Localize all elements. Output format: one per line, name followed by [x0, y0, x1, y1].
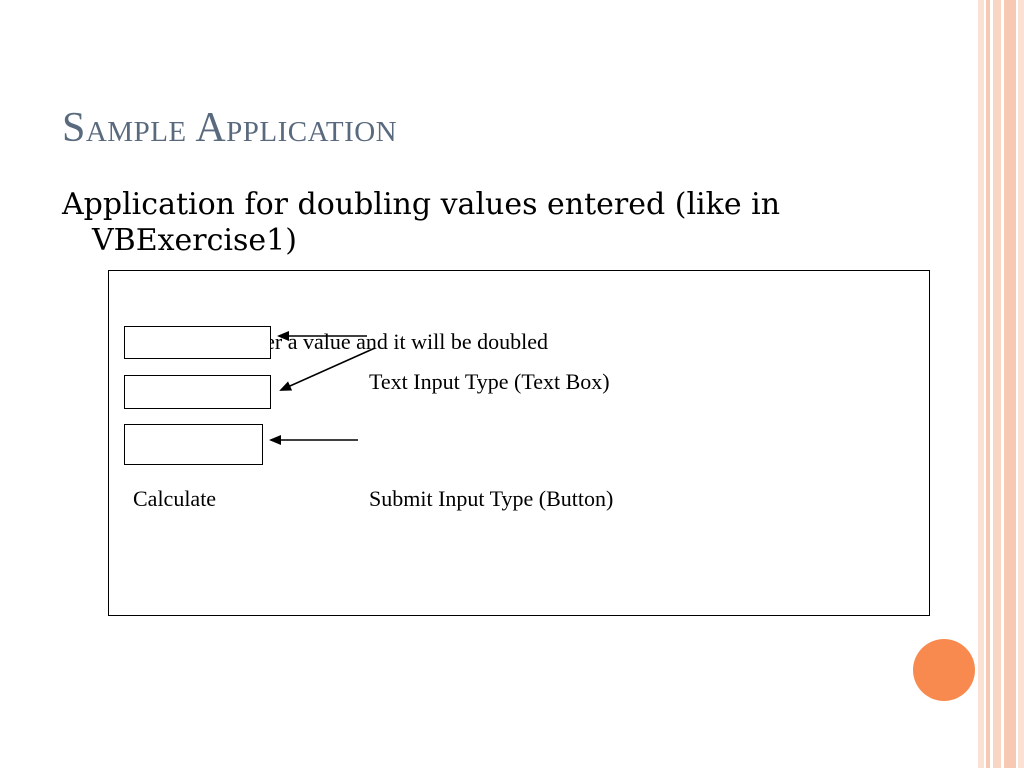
hint-text: Enter a value and it will be doubled	[270, 329, 548, 354]
value-input-box	[124, 326, 271, 359]
stripe-decoration	[1004, 0, 1016, 768]
stripe-decoration	[978, 0, 984, 768]
stripe-decoration	[1018, 0, 1024, 768]
bullet-point: Application for doubling values entered …	[62, 187, 781, 258]
text-input-type-label: Text Input Type (Text Box)	[369, 369, 610, 394]
stripe-decoration	[986, 0, 990, 768]
calculate-label: Calculate	[133, 486, 217, 511]
result-input-box	[124, 375, 271, 409]
slide-title: Sample Application	[62, 105, 398, 151]
stripe-decoration	[993, 0, 1001, 768]
submit-input-type-label: Submit Input Type (Button)	[369, 486, 614, 511]
accent-circle	[913, 639, 975, 701]
button-box	[124, 424, 263, 465]
hint-clip: Enter a value and it will be doubled	[270, 328, 570, 358]
